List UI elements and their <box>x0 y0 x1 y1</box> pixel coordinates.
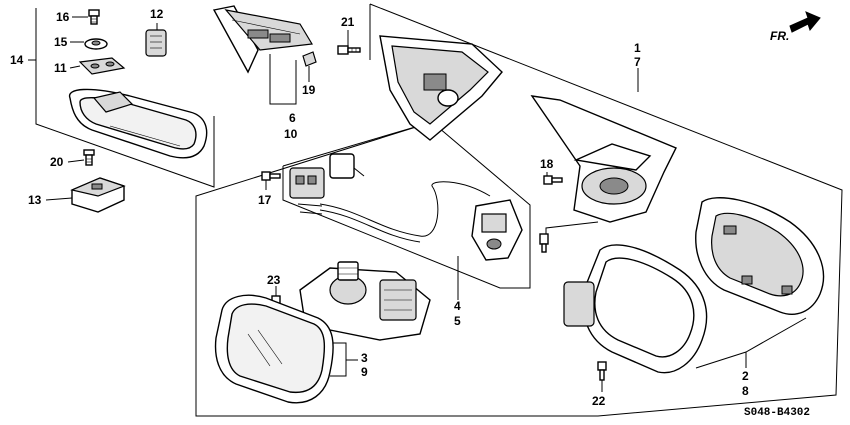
mount-plate-11 <box>78 57 126 75</box>
callout-1: 1 <box>634 41 641 55</box>
mirror-frame <box>563 244 708 374</box>
callout-15: 15 <box>54 35 68 49</box>
callout-20: 20 <box>50 155 64 169</box>
washer-15 <box>84 38 108 50</box>
screw-22 <box>597 361 607 381</box>
screw-20 <box>83 149 95 166</box>
callout-7: 7 <box>634 55 641 69</box>
screw-17 <box>261 171 281 181</box>
callout-12: 12 <box>150 7 164 21</box>
mirror-base-6-10 <box>212 5 313 74</box>
actuator-motor-4-5 <box>471 199 523 261</box>
screw-18 <box>543 175 563 185</box>
callout-4: 4 <box>454 299 461 313</box>
callout-10: 10 <box>284 127 298 141</box>
callout-21: 21 <box>341 15 355 29</box>
screw-21 <box>337 45 361 55</box>
callout-16: 16 <box>56 10 70 24</box>
callout-3: 3 <box>361 351 368 365</box>
callout-17: 17 <box>258 193 272 207</box>
callout-22: 22 <box>592 394 606 408</box>
wire-harness <box>297 181 491 243</box>
diagram-code: S048-B4302 <box>744 407 810 419</box>
front-arrow-icon <box>789 11 821 33</box>
callout-6: 6 <box>289 111 296 125</box>
screw-center <box>539 233 549 253</box>
connector-housing <box>289 153 365 199</box>
group-outline-mirror-assembly <box>195 3 843 417</box>
callout-13: 13 <box>28 193 42 207</box>
callout-19: 19 <box>302 83 316 97</box>
group-outline-rear-view-mirror <box>35 8 215 188</box>
front-direction-label: FR. <box>770 29 789 43</box>
callout-18: 18 <box>540 157 554 171</box>
callout-8: 8 <box>742 384 749 398</box>
callout-23: 23 <box>267 273 281 287</box>
housing-frame <box>379 35 503 141</box>
housing-base-1-7 <box>530 95 677 223</box>
front-direction-indicator: FR. <box>770 11 821 43</box>
mirror-glass <box>214 294 334 404</box>
callout-2: 2 <box>742 369 749 383</box>
clip-19 <box>302 51 317 67</box>
cover-13 <box>70 177 126 213</box>
mirror-cover <box>695 197 825 315</box>
callout-9: 9 <box>361 365 368 379</box>
clip-12 <box>145 29 167 57</box>
callout-14: 14 <box>10 53 24 67</box>
pivot-actuator <box>299 261 431 341</box>
callout-11: 11 <box>54 61 67 75</box>
screw-16 <box>88 9 100 25</box>
rear-view-mirror-14 <box>68 88 208 159</box>
callout-5: 5 <box>454 314 461 328</box>
